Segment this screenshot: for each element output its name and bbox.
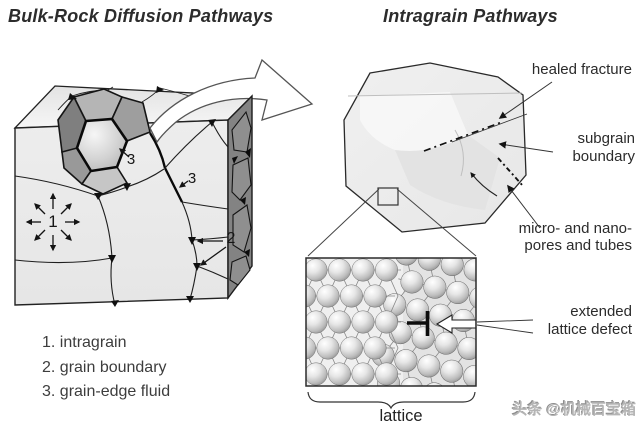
label-subgrain-boundary: subgrain boundary [572, 130, 635, 165]
grain-edge-pit [57, 88, 151, 195]
cube-label-1: 1 [48, 212, 58, 231]
lattice-regular-region [306, 258, 401, 386]
defect-pointer-arrow [435, 314, 476, 334]
dislocation-symbol [407, 311, 430, 336]
label-extended-lattice-defect: extended lattice defect [547, 303, 632, 338]
left-title: Bulk-Rock Diffusion Pathways [8, 6, 274, 26]
intragrain-arrows [25, 192, 81, 252]
lattice-inset [305, 257, 477, 410]
legend-item-intragrain: 1. intragrain [42, 334, 127, 351]
legend: 1. intragrain 2. grain boundary 3. grain… [42, 331, 170, 405]
pores-tubes-feature [470, 157, 524, 197]
watermark: 头条 @机械百宝箱 [512, 401, 636, 418]
label-lattice: lattice [379, 407, 423, 425]
label-micro-nano-pores: micro- and nano- pores and tubes [518, 220, 632, 254]
zoom-square [377, 187, 399, 206]
lattice-brace [307, 391, 476, 410]
pit-central-grain [75, 117, 129, 173]
cube-label-3-upper: 3 [126, 151, 136, 168]
legend-item-grain-edge-fluid: 3. grain-edge fluid [42, 383, 171, 400]
bulk-rock-cube [13, 85, 254, 307]
intragrain-grain [307, 62, 528, 257]
healed-fracture-feature [423, 113, 528, 152]
legend-item-grain-boundary: 2. grain boundary [42, 358, 167, 376]
annotation-pointers [476, 81, 554, 334]
right-title: Intragrain Pathways [383, 6, 558, 26]
cube-label-3-right: 3 [187, 170, 197, 187]
cube-right-face [227, 94, 253, 301]
cube-label-2: 2 [226, 230, 236, 247]
lattice-box [305, 257, 477, 387]
label-healed-fracture: healed fracture [531, 61, 632, 78]
